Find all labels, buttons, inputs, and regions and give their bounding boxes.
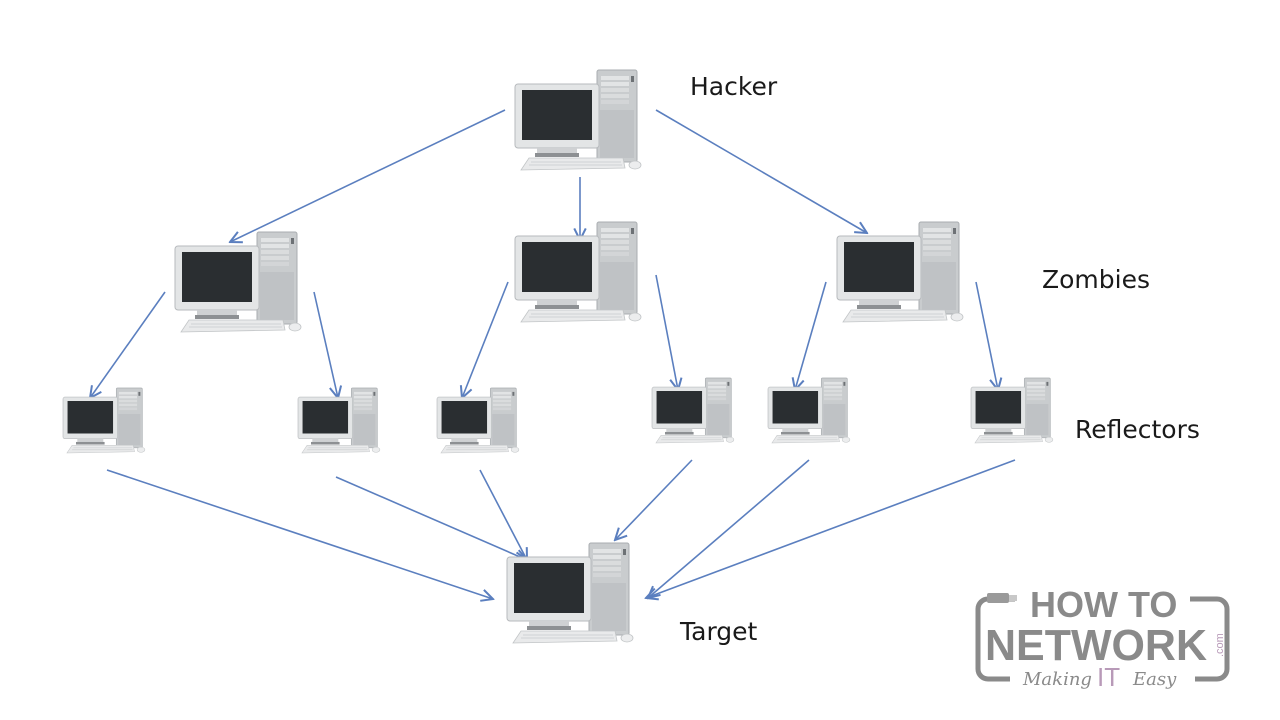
arrow-reflector-3-to-target [479,469,527,560]
arrow-reflector-4-to-target [615,459,693,540]
reflectors-label: Reflectors [1075,415,1200,444]
logo-line2: NETWORK [985,621,1207,670]
reflector-5-desktop-computer-icon [767,377,851,444]
logo-dotcom: .com [1214,633,1226,657]
nodes-layer [62,69,1054,644]
desktop-computer-icon [297,387,381,454]
reflector-2-desktop-computer-icon [297,387,381,454]
arrow-zombie-2-to-reflector-4 [655,274,678,390]
zombies-label: Zombies [1042,265,1150,294]
howtonetwork-logo: HOW TO NETWORK .com Making IT Easy [975,585,1230,690]
zombie-1-desktop-computer-icon [174,231,302,333]
arrow-reflector-1-to-target [106,469,493,599]
arrow-zombie-1-to-reflector-1 [90,291,166,398]
arrow-zombie-2-to-reflector-3 [462,281,509,398]
desktop-computer-icon [836,221,964,323]
logo-tagline-pre: Making [1022,669,1092,690]
arrow-zombie-1-to-reflector-2 [313,291,338,398]
arrow-reflector-6-to-target [646,459,1016,598]
reflector-1-desktop-computer-icon [62,387,146,454]
hacker-label: Hacker [690,72,778,101]
desktop-computer-icon [514,69,642,171]
reflector-3-desktop-computer-icon [436,387,520,454]
desktop-computer-icon [970,377,1054,444]
arrow-zombie-3-to-reflector-6 [975,281,998,390]
arrow-hacker-to-zombie-1 [230,109,506,242]
arrow-zombie-3-to-reflector-5 [795,281,827,390]
edges-layer [90,109,1016,599]
desktop-computer-icon [651,377,735,444]
hacker-desktop-computer-icon [514,69,642,171]
desktop-computer-icon [767,377,851,444]
arrow-reflector-5-to-target [648,459,810,598]
arrow-reflector-2-to-target [335,476,527,560]
target-desktop-computer-icon [506,542,634,644]
logo-tagline-it: IT [1097,662,1120,690]
arrow-hacker-to-zombie-3 [655,109,867,233]
desktop-computer-icon [62,387,146,454]
ethernet-plug-icon [987,593,1017,603]
desktop-computer-icon [506,542,634,644]
logo-line1: HOW TO [1030,585,1177,625]
reflector-6-desktop-computer-icon [970,377,1054,444]
reflector-4-desktop-computer-icon [651,377,735,444]
target-label: Target [680,617,758,646]
desktop-computer-icon [436,387,520,454]
zombie-2-desktop-computer-icon [514,221,642,323]
desktop-computer-icon [174,231,302,333]
desktop-computer-icon [514,221,642,323]
zombie-3-desktop-computer-icon [836,221,964,323]
logo-tagline-post: Easy [1132,669,1177,690]
